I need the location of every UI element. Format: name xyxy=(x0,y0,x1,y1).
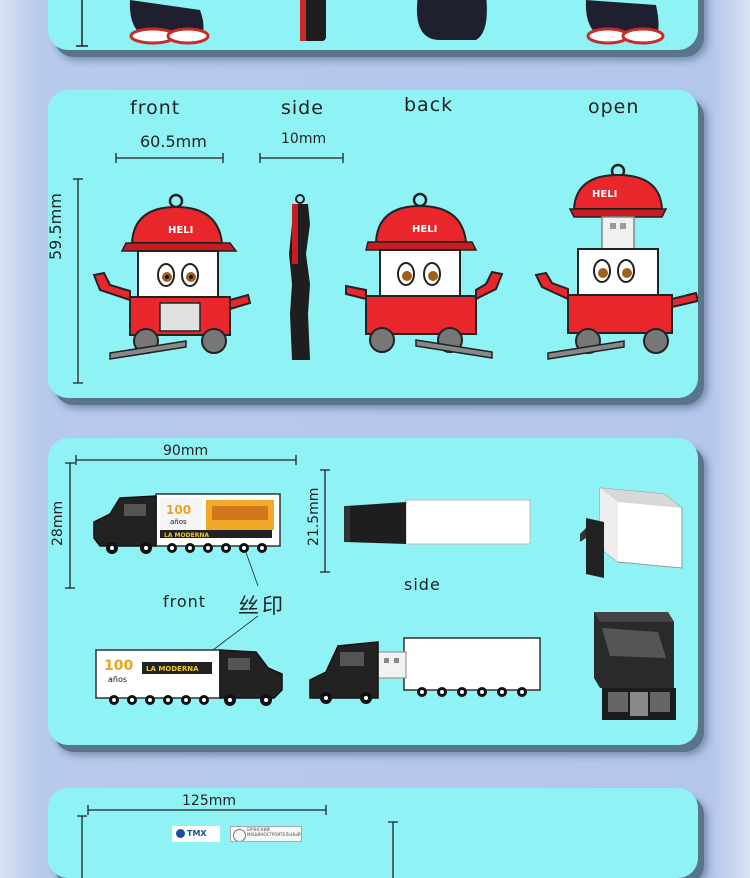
cap-text-open: HELI xyxy=(592,189,617,200)
panel-truck-views: 90mm 28mm 21.5mm front side 丝印 100 años … xyxy=(48,438,698,745)
label-open: open xyxy=(588,96,640,118)
label-truck-front: front xyxy=(163,592,207,611)
panel-top-partial xyxy=(48,0,698,50)
label-print-note: 丝印 xyxy=(238,594,286,618)
truck-side-top xyxy=(344,499,531,545)
mascot-side xyxy=(289,194,310,360)
truck2-badge-sub: años xyxy=(108,675,127,684)
truck-usb-connector xyxy=(377,651,407,679)
panel-bottom-partial: 125mm TMX БРЯНСКИЙ МАШИНОСТРОИТЕЛЬНЫЙ xyxy=(48,788,698,878)
truck-badge: 100 xyxy=(166,503,191,517)
logo-bmz-text: БРЯНСКИЙ МАШИНОСТРОИТЕЛЬНЫЙ xyxy=(247,827,301,837)
truck2-badge: 100 xyxy=(104,658,133,674)
truck-dimension-lines xyxy=(65,455,330,651)
dim-truck-length: 90mm xyxy=(163,443,209,459)
truck-3d-bottom xyxy=(594,612,676,720)
label-front: front xyxy=(130,97,181,119)
mascot-open: HELI xyxy=(534,163,698,360)
cap-text-back: HELI xyxy=(412,224,437,235)
bottom-dimension-lines xyxy=(77,805,398,878)
mascot-back: HELI xyxy=(345,192,504,359)
logo-bmz: БРЯНСКИЙ МАШИНОСТРОИТЕЛЬНЫЙ xyxy=(230,826,302,842)
truck-3d-top xyxy=(580,487,683,578)
logo-tmx-text: TMX xyxy=(187,829,207,838)
dim-width: 60.5mm xyxy=(140,132,207,151)
bmz-emblem-icon xyxy=(233,829,246,841)
logo-tmx: TMX xyxy=(172,826,220,842)
truck-brand: LA MODERNA xyxy=(164,532,209,539)
mascot-front: HELI xyxy=(92,193,252,360)
label-side: side xyxy=(281,97,324,119)
feet-illustration xyxy=(76,0,665,47)
truck-front-top: 100 años LA MODERNA xyxy=(93,493,281,554)
truck-front-bottom: 100 años LA MODERNA xyxy=(95,649,283,706)
truck-open-bottom xyxy=(309,637,541,704)
label-truck-side: side xyxy=(404,575,441,594)
dim-thickness: 10mm xyxy=(281,131,327,147)
panel-mascot-views: front side back open 60.5mm 10mm 59.5mm … xyxy=(48,90,698,398)
truck-badge-sub: años xyxy=(170,518,187,526)
usb-connector xyxy=(601,216,635,250)
dim-bottom-length: 125mm xyxy=(182,793,236,809)
truck2-brand: LA MODERNA xyxy=(146,665,199,673)
cap-text: HELI xyxy=(168,225,193,236)
dimension-lines xyxy=(73,153,344,384)
tmx-icon xyxy=(176,829,185,838)
label-back: back xyxy=(404,94,454,116)
